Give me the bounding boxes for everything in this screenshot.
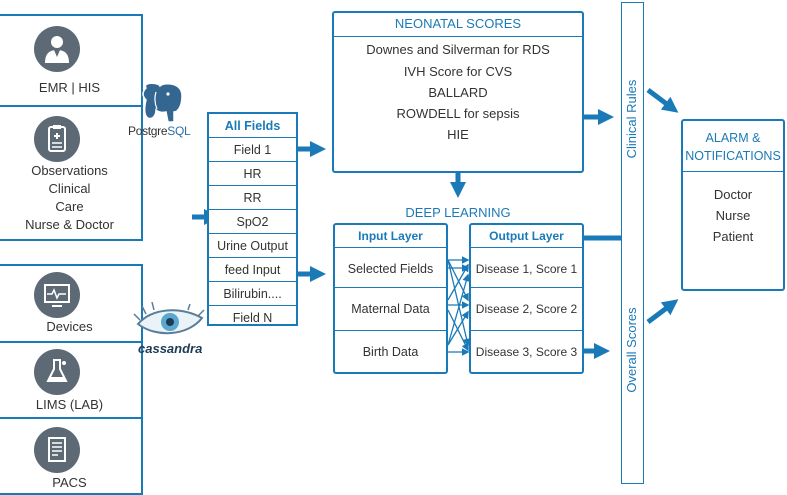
observations-line-4: Nurse & Doctor [25,217,114,232]
source-observations: Observations Clinical Care Nurse & Docto… [0,105,143,241]
neonatal-title: NEONATAL SCORES [394,16,522,31]
doctor-icon [34,26,80,72]
output-layer-title: Output Layer [489,229,564,243]
input-layer-item: Birth Data [362,345,419,359]
fields-header: All Fields [209,114,296,138]
observations-line-3: Care [55,199,84,214]
field-item: SpO2 [209,210,296,234]
clinical-overall-bar: Clinical Rules Overall Scores [621,2,644,484]
cassandra-label: cassandra [138,341,203,356]
monitor-icon [34,272,80,318]
alarm-recipient: Doctor [713,187,753,202]
input-layer-panel: Input Layer Selected Fields Maternal Dat… [333,223,448,374]
source-lims-label: LIMS (LAB) [35,397,104,412]
clipboard-icon [34,116,80,162]
source-pacs: PACS [0,417,143,495]
field-item: Bilirubin.... [209,282,296,306]
fields-list: All Fields Field 1 HR RR SpO2 Urine Outp… [207,112,298,326]
field-item: RR [209,186,296,210]
neonatal-score-item: Downes and Silverman for RDS [366,42,550,57]
postgres-label-a: Postgre [128,124,168,138]
neonatal-score-item: BALLARD [428,85,488,100]
output-layer-item: Disease 2, Score 2 [475,302,578,316]
elephant-icon [142,82,183,123]
observations-line-1: Observations [31,163,108,178]
source-lims: LIMS (LAB) [0,341,143,419]
alarm-title-line1: ALARM & [705,131,761,145]
output-layer-item: Disease 1, Score 1 [475,262,578,276]
neonatal-score-item: HIE [447,127,469,142]
neonatal-score-item: IVH Score for CVS [403,64,513,79]
output-layer-item: Disease 3, Score 3 [475,345,578,359]
clinical-rules-label: Clinical Rules [624,79,639,159]
alarm-title-line2: NOTIFICATIONS [685,149,781,163]
field-item: HR [209,162,296,186]
postgresql-logo: PostgreSQL [128,82,202,142]
field-item: Field N [232,311,273,325]
field-item: feed Input [209,258,296,282]
source-emr-his: EMR | HIS [0,14,143,107]
input-layer-item: Maternal Data [351,302,430,316]
eye-icon [133,301,205,335]
source-emr-label: EMR | HIS [38,80,101,95]
cassandra-logo: cassandra [132,301,212,360]
source-devices: Devices [0,264,143,343]
postgres-label-b: SQL [167,124,191,138]
observations-line-2: Clinical [48,181,91,196]
neonatal-score-item: ROWDELL for sepsis [396,106,520,121]
flask-icon [34,349,80,395]
document-icon [34,427,80,473]
field-item: Field 1 [209,138,296,162]
input-layer-item: Selected Fields [347,262,434,276]
alarm-recipient: Nurse [715,208,751,223]
output-layer-panel: Output Layer Disease 1, Score 1 Disease … [469,223,584,374]
field-item: Urine Output [209,234,296,258]
alarm-notifications-panel: ALARM & NOTIFICATIONS Doctor Nurse Patie… [681,119,785,291]
overall-scores-label: Overall Scores [624,307,639,393]
alarm-recipient: Patient [712,229,754,244]
neonatal-scores-panel: NEONATAL SCORES Downes and Silverman for… [332,11,584,173]
input-layer-title: Input Layer [358,229,423,243]
source-devices-label: Devices [46,319,93,334]
deep-learning-title: DEEP LEARNING [405,205,511,220]
source-pacs-label: PACS [52,475,87,490]
